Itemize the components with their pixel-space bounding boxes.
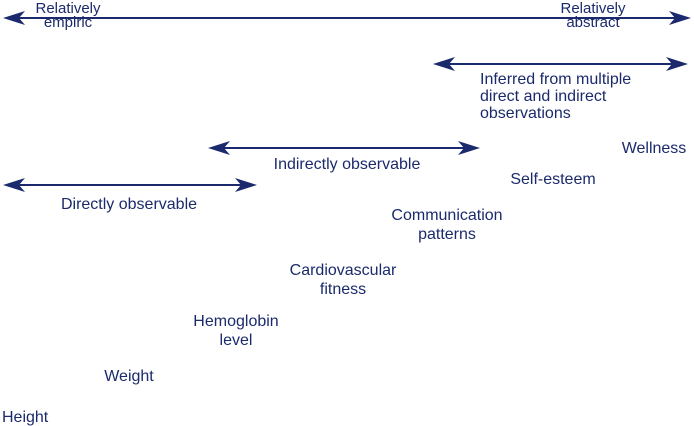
pole-label-abstract: Relatively abstract (560, 0, 626, 31)
pole-label-empiric: Relatively empiric (35, 0, 101, 31)
arrowhead-left-icon (3, 178, 25, 192)
concept-label-self-esteem: Self-esteem (510, 171, 596, 188)
concept-label-hemoglobin-level: Hemoglobin level (193, 313, 279, 349)
indirectly-observable-range-arrow (208, 141, 480, 155)
concept-label-communication-patterns: Communication patterns (391, 207, 503, 243)
directly-observable-range-arrow (3, 178, 257, 192)
arrowhead-left-icon (433, 57, 455, 71)
empiric-abstract-axis-arrow (3, 11, 691, 25)
arrowhead-left-icon (3, 11, 25, 25)
concept-label-weight: Weight (104, 368, 154, 385)
concept-label-height: Height (2, 409, 49, 426)
arrowhead-right-icon (669, 11, 691, 25)
concept-label-wellness: Wellness (621, 140, 687, 157)
arrowhead-left-icon (208, 141, 230, 155)
arrowhead-right-icon (235, 178, 257, 192)
scale-label-indirectly-observable: Indirectly observable (273, 156, 421, 173)
arrowhead-right-icon (666, 57, 688, 71)
scale-label-inferred: Inferred from multiple direct and indire… (480, 71, 632, 122)
arrowhead-right-icon (458, 141, 480, 155)
concept-label-cardiovascular-fitness: Cardiovascular fitness (289, 262, 397, 298)
scale-label-directly-observable: Directly observable (60, 196, 198, 213)
inferred-range-arrow (433, 57, 688, 71)
